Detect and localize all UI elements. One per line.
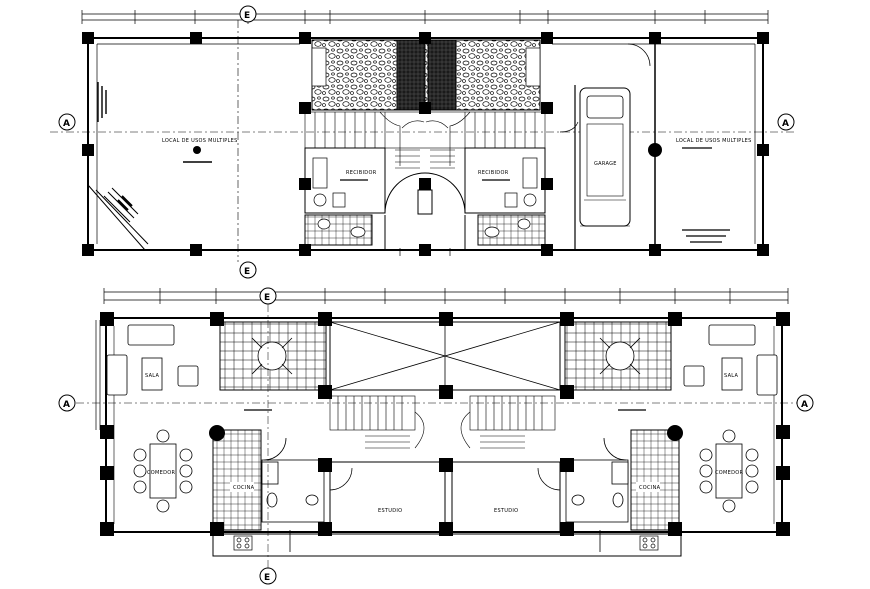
svg-text:A: A	[63, 400, 70, 410]
lower-stairs	[329, 395, 556, 449]
upper-right-door-swing	[627, 43, 651, 67]
upper-axis-marker-left: A	[58, 113, 76, 131]
lower-estudio-rooms	[329, 461, 561, 533]
svg-text:E: E	[264, 573, 270, 583]
lower-cocina-right-stove	[639, 535, 659, 551]
svg-text:A: A	[782, 119, 789, 129]
upper-right-stairs-bottom	[682, 229, 730, 243]
upper-receiver-left-label: RECIBIDOR	[346, 170, 377, 176]
upper-column-marker	[193, 146, 201, 154]
lower-floor-plan: SALA SALA	[58, 287, 814, 585]
lower-round-tables	[251, 337, 641, 375]
upper-receiver-right-label: RECIBIDOR	[478, 170, 509, 176]
lower-axis-marker-top: E	[259, 287, 277, 305]
upper-dark-planter-right	[427, 39, 457, 111]
svg-text:E: E	[244, 267, 250, 277]
lower-estudio-right-label: ESTUDIO	[494, 508, 518, 514]
lower-cocina-left-stove	[233, 535, 253, 551]
upper-left-window	[97, 82, 107, 122]
lower-sala-left-furniture	[106, 324, 199, 396]
upper-columns	[82, 32, 769, 256]
upper-bath-fixtures	[317, 218, 531, 238]
upper-dark-planter-left	[396, 39, 426, 111]
lower-cocina-right-label-bg	[636, 482, 660, 492]
lower-central-void	[329, 321, 561, 391]
lower-cocina-left-label: COCINA	[233, 485, 255, 491]
upper-axis-marker-bottom: E	[239, 261, 257, 279]
lower-comedor-right-label: COMEDOR	[715, 470, 743, 476]
upper-garage	[559, 85, 631, 250]
lower-cocina-left-label-bg	[230, 482, 254, 492]
lower-comedor-left-label: COMEDOR	[147, 470, 175, 476]
upper-axis-marker-top: E	[239, 5, 257, 23]
lower-estudio-left-label: ESTUDIO	[378, 508, 402, 514]
upper-axis-marker-right: A	[777, 113, 795, 131]
lower-comedor-left-furniture	[133, 429, 193, 513]
upper-right-room-label: LOCAL DE USOS MULTIPLES	[676, 138, 752, 144]
lower-sala-right-label: SALA	[724, 373, 738, 379]
upper-receiver-furniture	[312, 157, 538, 208]
lower-cocina-left	[212, 429, 262, 531]
lower-axis-marker-bottom: E	[259, 567, 277, 585]
lower-cocina-right-label: COCINA	[639, 485, 661, 491]
upper-left-room-label: LOCAL DE USOS MULTIPLES	[162, 138, 238, 144]
lower-axis-marker-left: A	[58, 394, 76, 412]
lower-sala-left-label: SALA	[145, 373, 159, 379]
upper-floor-plan: LOCAL DE USOS MULTIPLES RECIBIDOR RECIBI…	[50, 5, 795, 279]
lower-balcony	[212, 533, 682, 557]
lower-axis-marker-right: A	[796, 394, 814, 412]
upper-stone-patio	[311, 39, 541, 111]
svg-text:A: A	[801, 400, 808, 410]
lower-cocina-right	[630, 429, 680, 531]
lower-comedor-right-furniture	[699, 429, 759, 513]
lower-columns	[100, 312, 790, 536]
upper-bench-right	[525, 47, 541, 87]
upper-bench-left	[311, 47, 327, 87]
upper-top-dimension-line	[81, 10, 769, 24]
upper-garage-label: GARAGE	[594, 161, 617, 167]
upper-entry-stairs	[304, 111, 546, 169]
svg-text:A: A	[63, 119, 70, 129]
upper-bay-window	[87, 184, 149, 251]
svg-text:E: E	[264, 293, 270, 303]
lower-sala-right-furniture	[683, 324, 778, 396]
svg-text:E: E	[244, 11, 250, 21]
upper-central-entry	[384, 172, 466, 256]
lower-top-dimension-line	[103, 288, 789, 304]
